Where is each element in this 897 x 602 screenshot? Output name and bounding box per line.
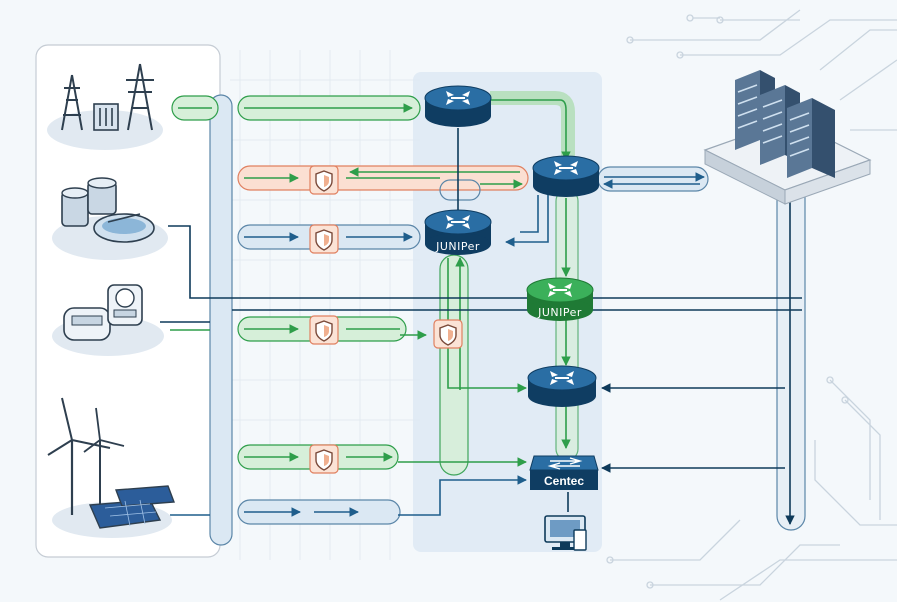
firewall-tunnel-5	[309, 444, 339, 474]
firewall-tunnel-2	[309, 165, 339, 195]
juniper-mid-label: JUNIPer	[537, 306, 582, 319]
circuit-decoration-top	[626, 9, 897, 131]
centec-label: Centec	[544, 474, 584, 488]
firewall-tunnel-4	[309, 315, 339, 345]
juniper-core-label: JUNIPer	[435, 240, 480, 253]
router-juniper-mid: JUNIPer	[526, 277, 594, 321]
workstation-icon	[544, 515, 587, 551]
water-treatment-icon	[52, 177, 168, 260]
datacenter-pipe	[776, 174, 806, 531]
vertical-bus	[209, 94, 233, 546]
background-grid	[230, 50, 420, 560]
power-transmission-icon	[47, 63, 163, 150]
smart-meter-icon	[52, 284, 164, 356]
flow-lines	[160, 99, 802, 525]
router-lower	[527, 365, 597, 407]
router-upper-right	[532, 155, 600, 197]
switch-icon: Centec	[529, 455, 599, 490]
firewall-core	[433, 319, 463, 349]
router-juniper-core: JUNIPer	[424, 209, 492, 255]
renewable-energy-icon	[47, 397, 175, 538]
firewall-tunnel-3	[309, 224, 339, 254]
router-top	[424, 85, 492, 127]
server-rack-icon	[703, 70, 872, 205]
circuit-decoration-bottom	[606, 376, 897, 601]
